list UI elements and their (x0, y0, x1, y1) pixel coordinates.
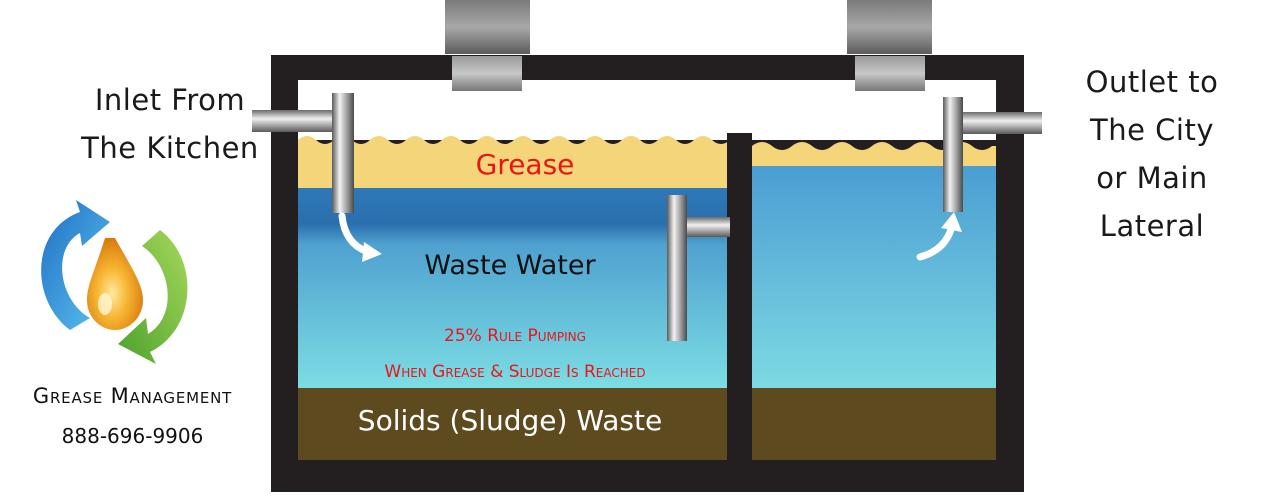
tank-bottom (271, 460, 1024, 492)
outlet-label-line2: The City (1090, 113, 1214, 147)
inlet-pipe (252, 93, 354, 213)
pumping-rule-line1: 25% Rule Pumping (444, 326, 586, 346)
right-access-cap (847, 0, 932, 91)
grease-label: Grease (475, 148, 575, 181)
outlet-label-line4: Lateral (1099, 209, 1205, 243)
waste-water-layer (298, 188, 727, 388)
outlet-pipe (943, 97, 1042, 212)
baffle-wall (727, 133, 752, 478)
right-grease-band (752, 142, 996, 168)
outlet-label-line1: Outlet to (1085, 65, 1219, 99)
outlet-label: Outlet to The City or Main Lateral (1062, 58, 1242, 250)
curved-arrow-up-right-icon (916, 212, 962, 261)
outlet-label-line3: or Main (1096, 161, 1208, 195)
right-sludge-layer (752, 388, 996, 460)
inlet-label-line2: The Kitchen (81, 131, 259, 165)
sludge-layer (298, 388, 727, 460)
brand-name: Grease Management (32, 384, 233, 408)
sludge-label: Solids (Sludge) Waste (357, 404, 663, 437)
grease-management-logo-icon (41, 200, 188, 364)
grease-layer (298, 136, 730, 190)
crossover-pipe (667, 195, 730, 341)
inlet-label-line1: Inlet From (94, 83, 246, 117)
inlet-label: Inlet From The Kitchen (70, 76, 270, 172)
curved-arrow-down-right-icon (338, 212, 382, 262)
brand-phone: 888-696-9906 (61, 424, 204, 448)
left-access-cap (445, 0, 530, 91)
left-chamber (298, 136, 730, 460)
pumping-rule-line2: When Grease & Sludge Is Reached (384, 362, 646, 382)
waste-water-label: Waste Water (424, 250, 596, 281)
